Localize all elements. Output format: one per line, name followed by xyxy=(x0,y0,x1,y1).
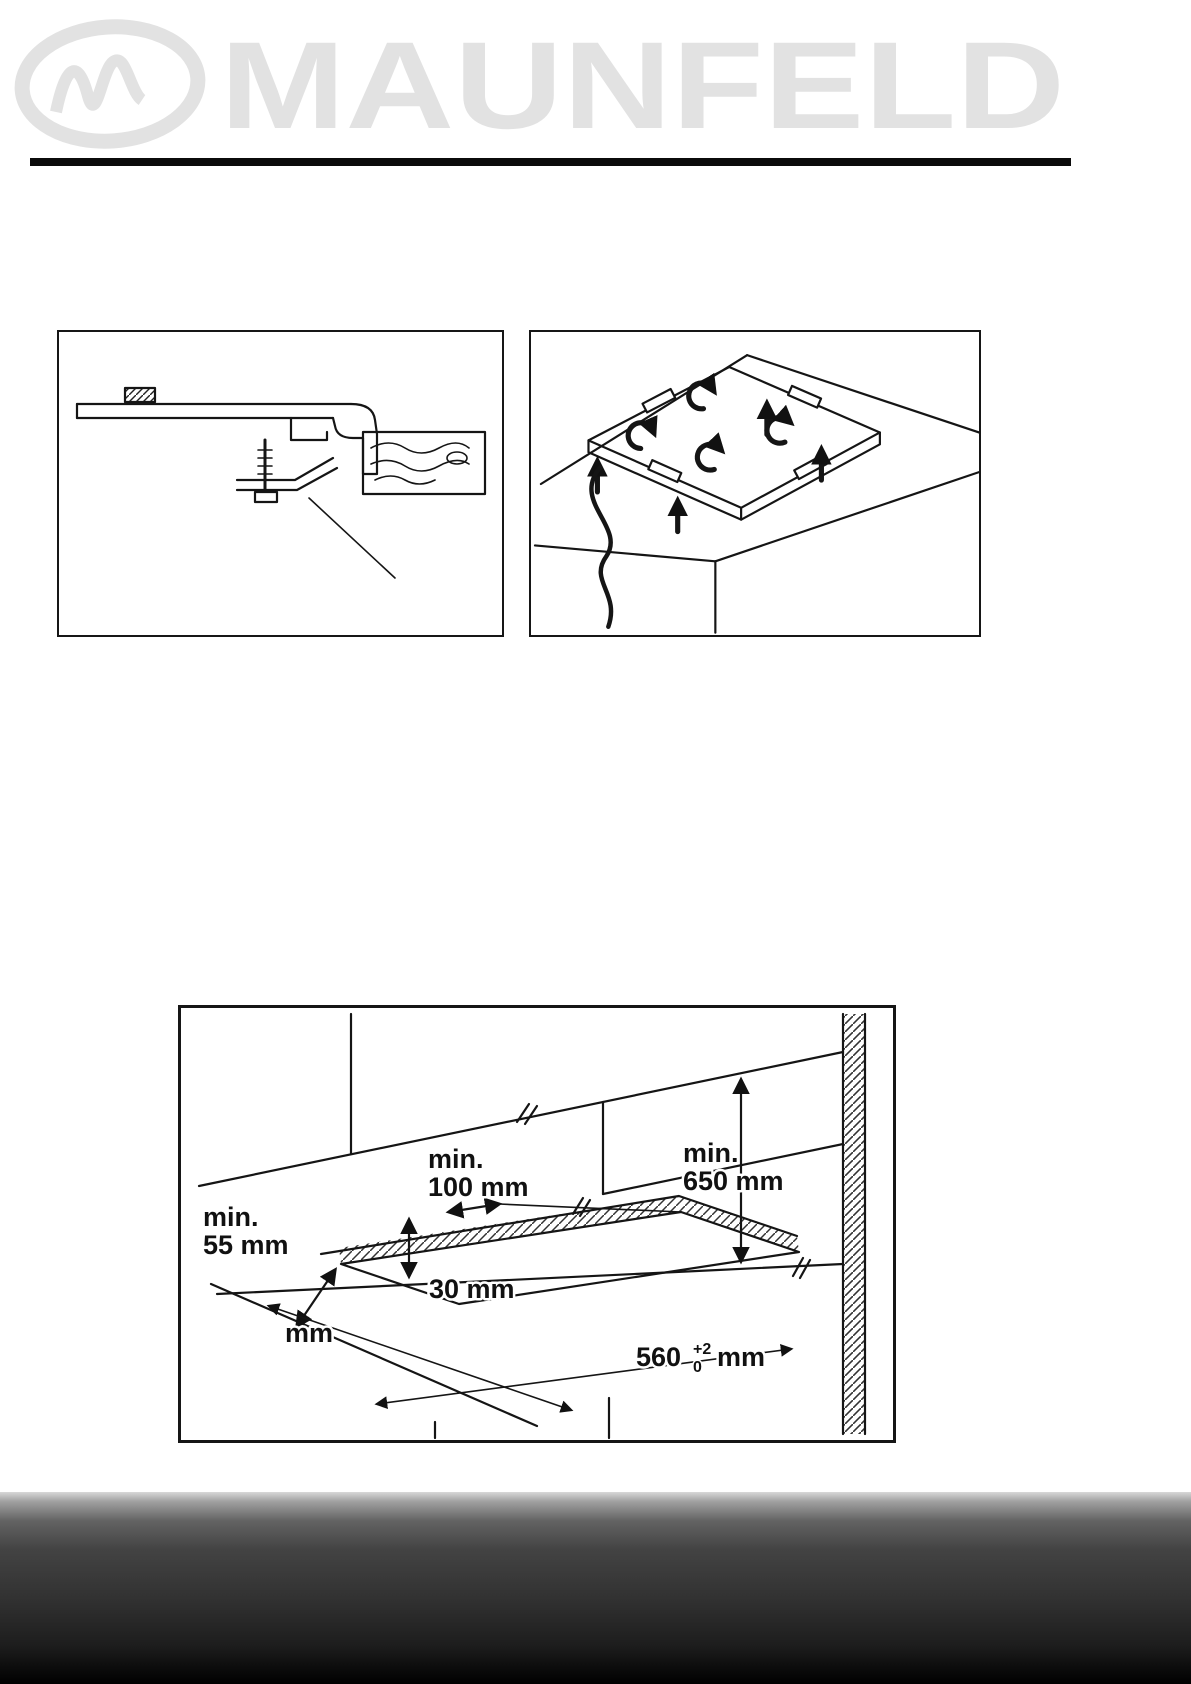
mounting-tab xyxy=(641,387,677,414)
mounting-tab xyxy=(647,459,683,484)
wall-hatch xyxy=(841,1012,867,1436)
mounting-brackets-drawing xyxy=(533,354,979,634)
dim-min-100-line1: min. xyxy=(428,1144,484,1174)
dimension-line-560 xyxy=(374,1344,794,1409)
power-cable xyxy=(589,464,614,629)
dimension-leader-100 xyxy=(498,1203,682,1213)
dim-min-650-line1: min. xyxy=(683,1138,739,1168)
upper-cabinet-lines xyxy=(197,1012,845,1196)
brand-wordmark: MAUNFELD xyxy=(218,8,1078,160)
header-divider-rule xyxy=(30,158,1071,166)
brand-wordmark-text: MAUNFELD xyxy=(220,17,1065,155)
counter-edges xyxy=(533,354,979,634)
dimension-arrow-100 xyxy=(445,1197,503,1219)
figure-clamp-cross-section xyxy=(57,330,504,637)
rotation-arrow-icon xyxy=(694,432,726,473)
rotation-arrow-icon xyxy=(686,372,717,412)
dim-30-label: 30 mm xyxy=(429,1274,515,1304)
dim-560-sub: 0 xyxy=(693,1359,702,1376)
footer-gradient-bar xyxy=(0,1492,1191,1684)
clamp-cross-section-drawing xyxy=(75,386,487,579)
dim-min-55-line2: 55 mm xyxy=(203,1230,289,1260)
fixing-bracket xyxy=(235,438,339,504)
mounting-tab xyxy=(786,384,823,409)
brand-logo-mark xyxy=(10,10,215,158)
brand-logo-icon xyxy=(14,19,206,149)
dim-min-100-line2: 100 mm xyxy=(428,1172,529,1202)
figure-mounting-brackets xyxy=(529,330,981,637)
leader-line xyxy=(308,497,396,579)
base-cabinet-lines xyxy=(433,1396,611,1440)
dim-560-value: 560 xyxy=(636,1342,681,1372)
dim-min-55-line1: min. xyxy=(203,1202,259,1232)
installation-clearances-drawing: min. 55 mm min. 100 mm min. 650 mm 30 mm… xyxy=(197,1012,867,1440)
dim-depth-unit-label: mm xyxy=(285,1318,333,1348)
dimension-arrows xyxy=(266,1076,794,1413)
worktop-wood-block xyxy=(361,430,487,496)
hob-glass-panel xyxy=(75,402,353,420)
dim-560-label: 560 +2 0 mm xyxy=(634,1340,768,1378)
dim-560-unit: mm xyxy=(717,1342,765,1372)
rotation-arrow-icon xyxy=(625,415,658,452)
hob-pan-bottom xyxy=(289,416,329,442)
hob-underside xyxy=(587,365,881,521)
break-marks xyxy=(515,1102,812,1280)
mounting-tabs xyxy=(641,384,828,484)
dim-560-sup: +2 xyxy=(693,1341,711,1358)
cutout-opening xyxy=(339,1210,801,1306)
figure-installation-clearances: min. 55 mm min. 100 mm min. 650 mm 30 mm… xyxy=(178,1005,896,1443)
dim-min-650-line2: 650 mm xyxy=(683,1166,784,1196)
gasket-hatch xyxy=(123,386,157,404)
